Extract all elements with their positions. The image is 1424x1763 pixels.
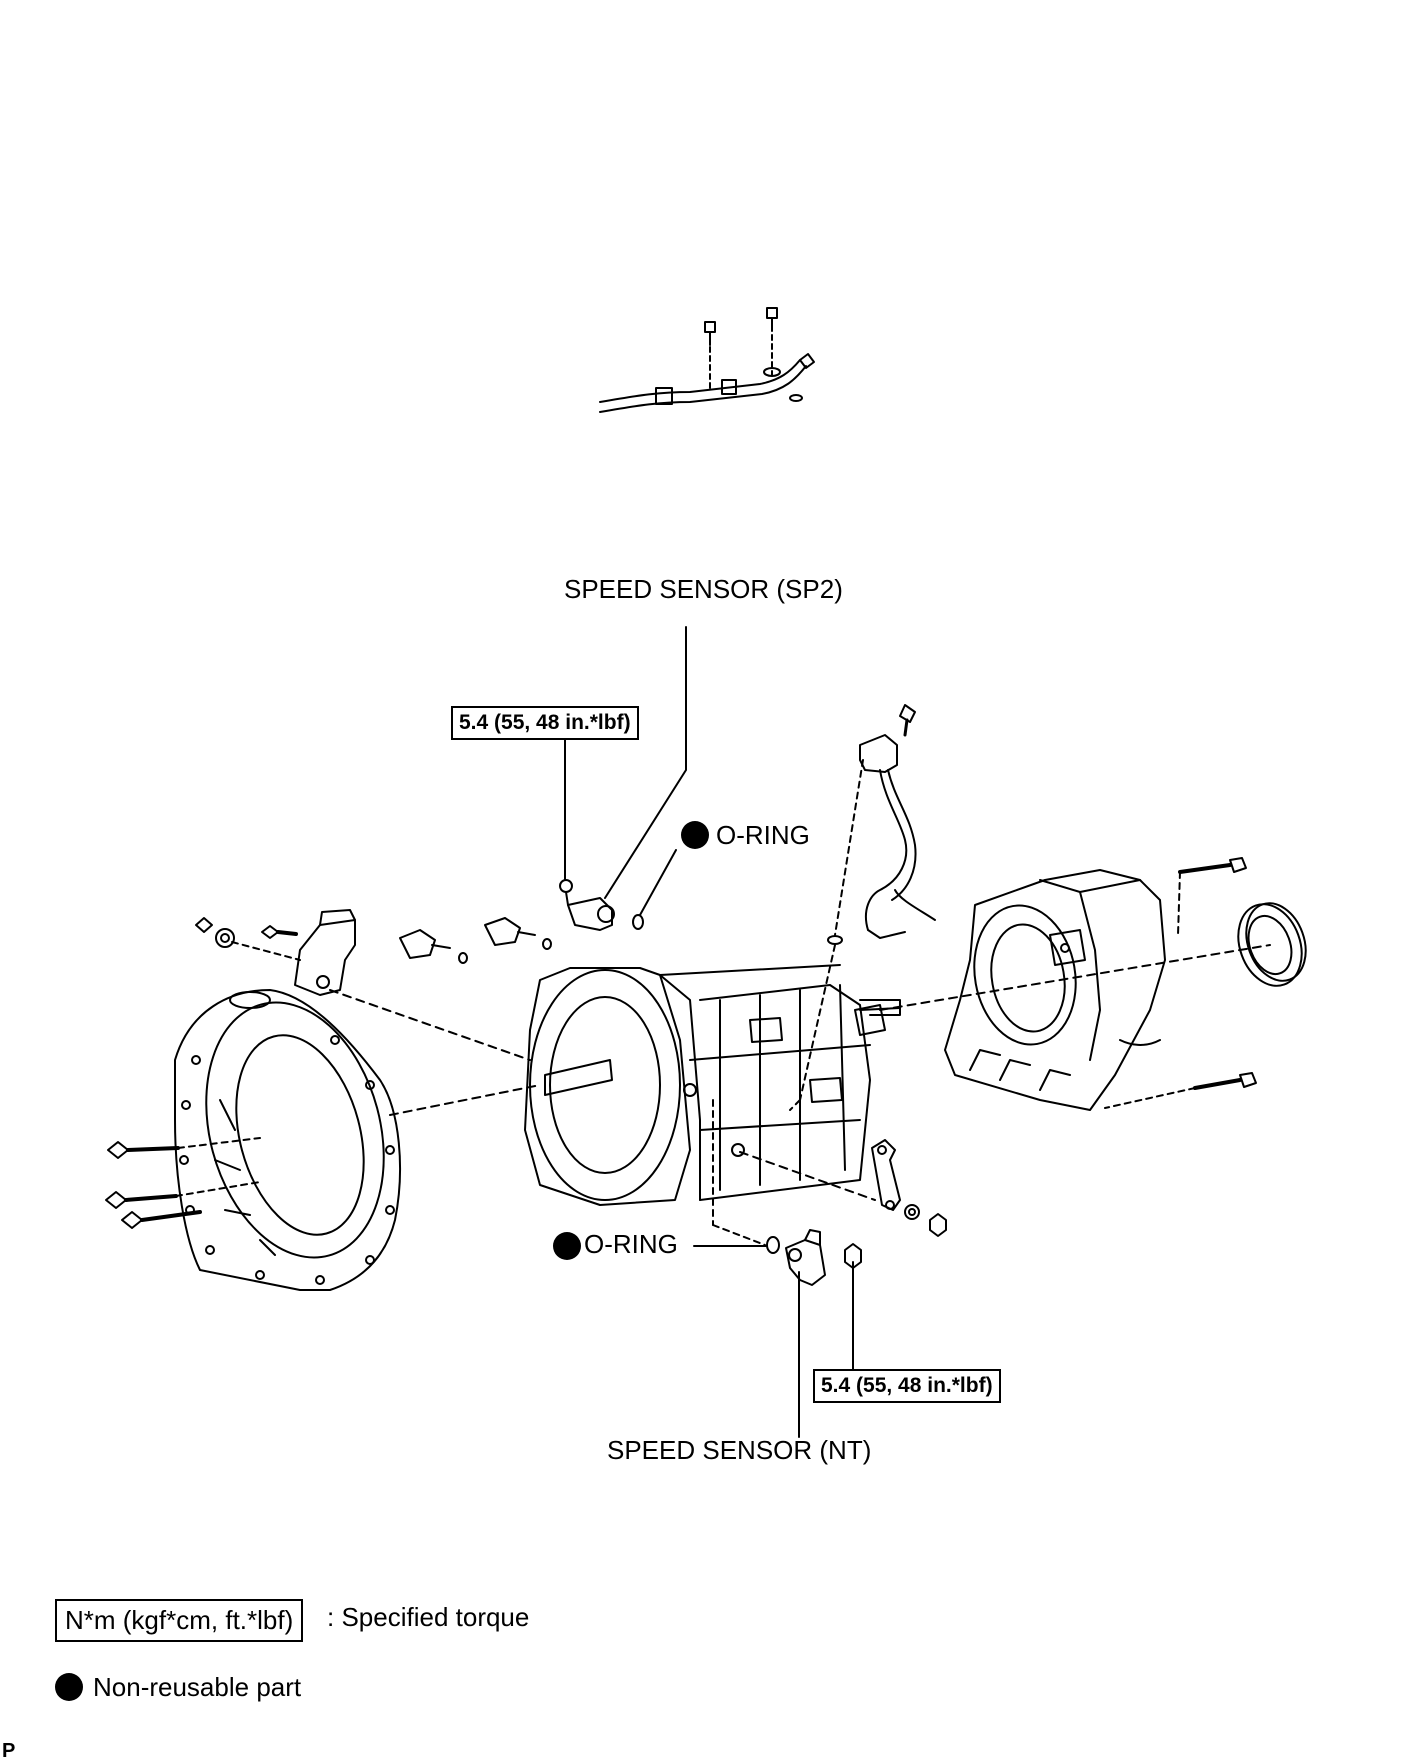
torque-spec-top: 5.4 (55, 48 in.*lbf) bbox=[451, 706, 639, 741]
extension-housing-bolts bbox=[1104, 857, 1257, 1109]
nonreusable-icon-top bbox=[681, 821, 709, 849]
corner-mark: P bbox=[2, 1740, 16, 1762]
speed-sensor-sp2-part bbox=[559, 879, 644, 931]
legend-nonreusable-text: Non-reusable part bbox=[93, 1672, 302, 1702]
transmission-wire-harness bbox=[789, 704, 936, 1111]
speed-sensor-sp2-label: SPEED SENSOR (SP2) bbox=[564, 574, 843, 604]
housing-bolts bbox=[105, 1137, 261, 1229]
cooler-union-fittings bbox=[399, 917, 552, 964]
leader-lines bbox=[564, 626, 854, 1438]
legend-nonreusable-icon bbox=[55, 1673, 83, 1701]
park-neutral-position-switch bbox=[195, 909, 531, 1061]
converter-housing bbox=[174, 989, 401, 1291]
oil-cooler-tube-assembly bbox=[599, 307, 815, 413]
o-ring-bottom-label: O-RING bbox=[584, 1229, 678, 1259]
torque-spec-bottom: 5.4 (55, 48 in.*lbf) bbox=[813, 1369, 1001, 1404]
manual-valve-lever bbox=[739, 1139, 947, 1237]
legend-torque-box: N*m (kgf*cm, ft.*lbf) bbox=[55, 1599, 304, 1643]
extension-housing-oil-seal bbox=[1237, 902, 1307, 987]
extension-housing bbox=[944, 869, 1166, 1111]
speed-sensor-nt-part bbox=[712, 1099, 862, 1286]
nonreusable-icon-bottom bbox=[553, 1232, 581, 1260]
speed-sensor-nt-label: SPEED SENSOR (NT) bbox=[607, 1435, 872, 1465]
legend-torque-text: : Specified torque bbox=[327, 1602, 530, 1632]
o-ring-top-label: O-RING bbox=[716, 820, 810, 850]
transmission-case bbox=[524, 964, 901, 1206]
